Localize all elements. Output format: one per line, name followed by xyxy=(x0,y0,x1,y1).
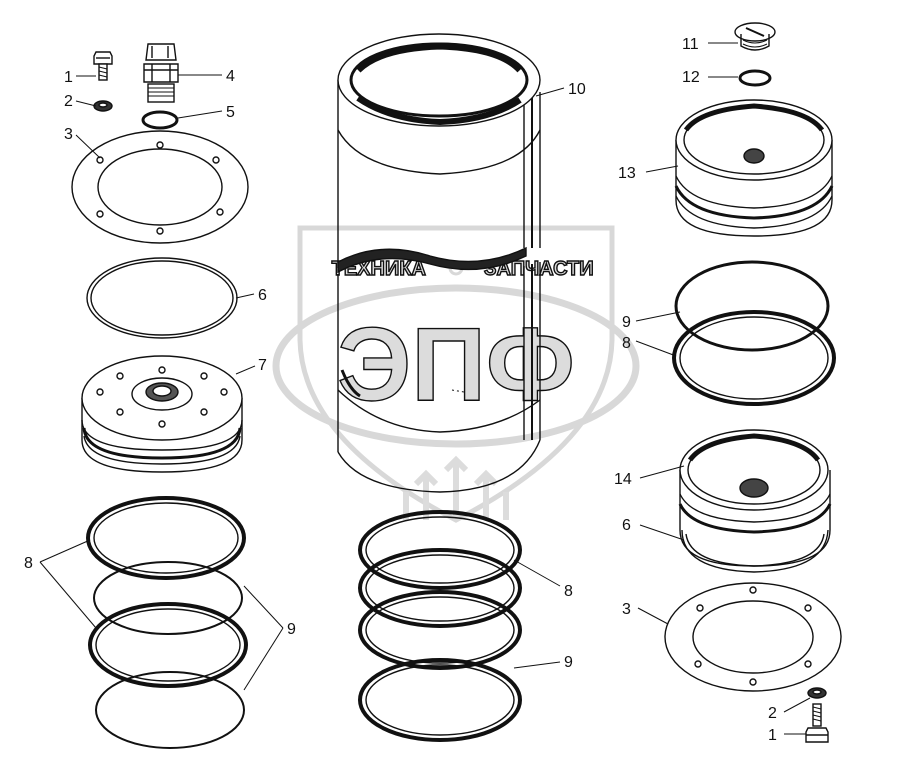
callout-6-left: 6 xyxy=(258,287,267,304)
watermark-top-right: ЗАПЧАСТИ xyxy=(484,258,594,280)
callout-13: 13 xyxy=(618,165,636,182)
watermark-logo-text: ЭПФ xyxy=(337,307,575,423)
part-piston-right xyxy=(678,429,832,567)
part-cylinder-tube xyxy=(337,33,541,493)
callout-4: 4 xyxy=(226,68,235,85)
callout-9-left: 9 xyxy=(287,621,296,638)
callout-8-right: 8 xyxy=(622,335,631,352)
callout-2-bottom-right: 2 xyxy=(768,705,777,722)
part-oring-plug xyxy=(738,69,772,87)
callout-3-top-left: 3 xyxy=(64,126,73,143)
part-snap-ring-right xyxy=(681,529,829,573)
part-piston-left xyxy=(81,355,243,473)
part-gasket-bottom-right xyxy=(664,582,842,692)
part-ring-8-center-3 xyxy=(358,590,522,670)
part-ring-9-left-upper xyxy=(93,561,243,635)
callout-2-top-left: 2 xyxy=(64,93,73,110)
callout-7: 7 xyxy=(258,357,267,374)
callout-1-top-left: 1 xyxy=(64,69,73,86)
callout-1-bottom-right: 1 xyxy=(768,727,777,744)
part-rings-center-stack xyxy=(358,510,522,742)
callout-8-center: 8 xyxy=(564,583,573,600)
callout-9-right: 9 xyxy=(622,314,631,331)
part-ring-8-left-lower xyxy=(88,602,248,688)
part-ring-8-left-upper xyxy=(86,496,246,580)
part-ring-8-right xyxy=(672,310,836,406)
callout-12: 12 xyxy=(682,69,700,86)
callout-8-left: 8 xyxy=(24,555,33,572)
leader-lines xyxy=(39,42,811,735)
part-ring-9-center xyxy=(358,658,522,742)
callout-9-center: 9 xyxy=(564,654,573,671)
callout-14: 14 xyxy=(614,471,632,488)
part-ring-8-center-2 xyxy=(358,548,522,628)
part-cap xyxy=(674,99,834,237)
callout-3-bottom-right: 3 xyxy=(622,601,631,618)
part-fitting xyxy=(143,43,179,103)
watermark: ТЕХНИКА ЗАПЧАСТИ ЭПФ xyxy=(272,225,640,523)
part-bolt-top-left xyxy=(93,51,113,81)
part-ring-9-left-lower xyxy=(95,671,245,749)
callout-6-right: 6 xyxy=(622,517,631,534)
part-ring-8-center-1 xyxy=(358,510,522,590)
callout-labels: 1 2 3 4 5 6 7 8 9 10 8 9 11 12 13 9 8 14… xyxy=(24,36,777,744)
watermark-oval xyxy=(272,284,640,448)
part-snap-ring-left xyxy=(86,257,238,339)
part-plug xyxy=(734,22,776,51)
part-ring-9-right xyxy=(674,260,830,352)
callout-11: 11 xyxy=(682,36,699,53)
part-washer-top-left xyxy=(93,100,113,112)
callout-5: 5 xyxy=(226,104,235,121)
part-washer-bottom-right xyxy=(807,687,827,699)
part-bolt-bottom-right xyxy=(805,703,829,743)
part-gasket-top-left xyxy=(71,130,249,244)
callout-10: 10 xyxy=(568,81,586,98)
part-oring-small xyxy=(141,110,179,130)
